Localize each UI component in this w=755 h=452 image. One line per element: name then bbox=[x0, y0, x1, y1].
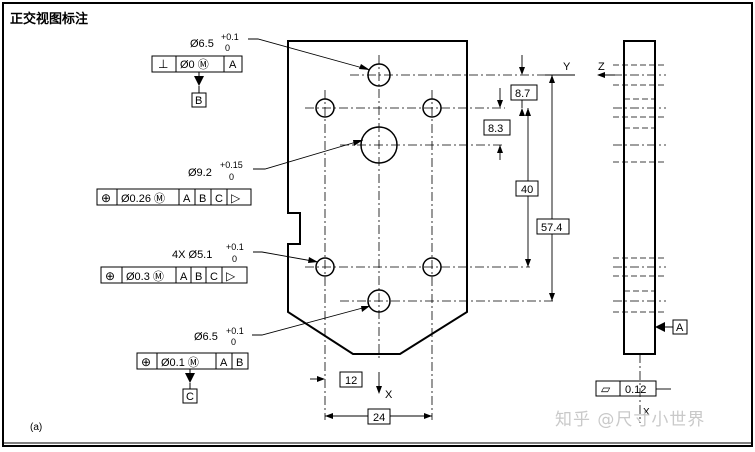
fcf-hole-pattern bbox=[100, 266, 248, 284]
leader-lines bbox=[248, 38, 371, 336]
hole-center-tol-upper: +0.15 bbox=[220, 160, 243, 170]
hole-center-tol-lower: 0 bbox=[229, 172, 234, 182]
dim-24: 24 bbox=[373, 412, 385, 424]
hole-center-size: Ø9.2 bbox=[188, 167, 212, 179]
dim-12-box bbox=[339, 371, 363, 388]
hole-pattern-size: 4X Ø5.1 bbox=[172, 249, 212, 261]
fcf-datum-1: A bbox=[220, 357, 228, 369]
dim-57-4-box bbox=[536, 218, 570, 235]
fcf-datum-2: B bbox=[236, 357, 243, 369]
fcf-symbol-position: ⊕ bbox=[141, 355, 151, 369]
hole-top-size: Ø6.5 bbox=[190, 38, 214, 50]
dim-8-7-box bbox=[510, 84, 538, 101]
datum-c-label: C bbox=[186, 391, 194, 403]
hole-top-tol-lower: 0 bbox=[225, 43, 230, 53]
fcf-tolerance: Ø0 Ⓜ bbox=[180, 58, 209, 71]
hole-bottom bbox=[367, 289, 391, 313]
datum-b-triangle bbox=[194, 76, 204, 86]
fcf-datum-1: A bbox=[180, 271, 188, 283]
datum-a-box bbox=[672, 319, 688, 335]
center-lines bbox=[305, 55, 555, 420]
fcf-datum-2: B bbox=[199, 193, 206, 205]
side-view-center-lines bbox=[613, 74, 666, 302]
dimension-arrowheads-bottom bbox=[317, 376, 432, 419]
dimension-arrowheads-right bbox=[497, 67, 555, 301]
datum-c-box bbox=[182, 388, 198, 404]
figure-label: (a) bbox=[30, 422, 42, 433]
hole-top-tol-upper: +0.1 bbox=[221, 32, 239, 42]
leader-arrowheads bbox=[308, 64, 370, 312]
hole-left-upper bbox=[315, 98, 335, 118]
dim-12: 12 bbox=[345, 375, 357, 387]
fcf-datum-2: B bbox=[195, 271, 202, 283]
part-outline-side bbox=[623, 40, 656, 355]
axis-y-label: Y bbox=[563, 61, 571, 73]
fcf-symbol-perpendicularity: ⊥ bbox=[158, 57, 168, 71]
hole-bottom-size: Ø6.5 bbox=[194, 331, 218, 343]
fcf-tolerance: Ø0.26 Ⓜ bbox=[121, 192, 165, 205]
dim-8-7: 8.7 bbox=[515, 88, 530, 100]
fcf-datum: A bbox=[229, 59, 237, 71]
datum-b-label: B bbox=[195, 95, 202, 107]
page-title: 正交视图标注 bbox=[10, 12, 89, 27]
fcf-datum-3: C bbox=[210, 271, 218, 283]
fcf-modifier: ▷ bbox=[226, 269, 236, 283]
fcf-modifier: ▷ bbox=[231, 191, 241, 205]
fcf-symbol-position: ⊕ bbox=[105, 269, 115, 283]
hole-left-lower bbox=[315, 257, 335, 277]
axis-x-side-label: X bbox=[643, 407, 650, 418]
hole-right-lower bbox=[422, 257, 442, 277]
fcf-symbol-flatness: ▱ bbox=[601, 382, 611, 396]
hole-top bbox=[367, 63, 391, 87]
fcf-tolerance: Ø0.1 Ⓜ bbox=[161, 356, 199, 369]
fcf-symbol-position: ⊕ bbox=[101, 191, 111, 205]
axis-z-arrowhead bbox=[597, 72, 605, 78]
dim-24-box bbox=[367, 408, 391, 425]
fcf-hole-top bbox=[151, 55, 243, 73]
dim-8-3: 8.3 bbox=[488, 123, 503, 135]
axis-z-label: Z bbox=[598, 61, 605, 73]
hole-bottom-tol-lower: 0 bbox=[231, 337, 236, 347]
hole-pattern-tol-lower: 0 bbox=[232, 254, 237, 264]
dim-40-box bbox=[515, 180, 539, 197]
side-view-hidden-lines bbox=[613, 64, 666, 313]
fcf-tolerance: Ø0.3 Ⓜ bbox=[126, 270, 164, 283]
axis-x-label: X bbox=[385, 389, 393, 401]
fcf-datum-1: A bbox=[183, 193, 191, 205]
hole-right-upper bbox=[422, 98, 442, 118]
sheet-border bbox=[2, 2, 753, 447]
hole-pattern-tol-upper: +0.1 bbox=[226, 242, 244, 252]
hole-bottom-tol-upper: +0.1 bbox=[226, 326, 244, 336]
datum-c-triangle bbox=[185, 373, 195, 383]
datum-a-label: A bbox=[676, 322, 684, 334]
fcf-flatness-tolerance: 0.12 bbox=[625, 384, 646, 396]
dim-57-4: 57.4 bbox=[541, 222, 562, 234]
fcf-hole-bottom bbox=[136, 352, 249, 370]
part-outline-front bbox=[287, 40, 468, 355]
dim-40: 40 bbox=[521, 184, 533, 196]
hole-center bbox=[360, 126, 398, 164]
fcf-flatness bbox=[595, 380, 657, 397]
fcf-hole-center bbox=[96, 188, 252, 206]
datum-a-triangle bbox=[655, 322, 665, 332]
dim-8-3-box bbox=[483, 119, 511, 136]
watermark: 知乎 @尺寸小世界 bbox=[555, 410, 706, 430]
fcf-datum-3: C bbox=[215, 193, 223, 205]
